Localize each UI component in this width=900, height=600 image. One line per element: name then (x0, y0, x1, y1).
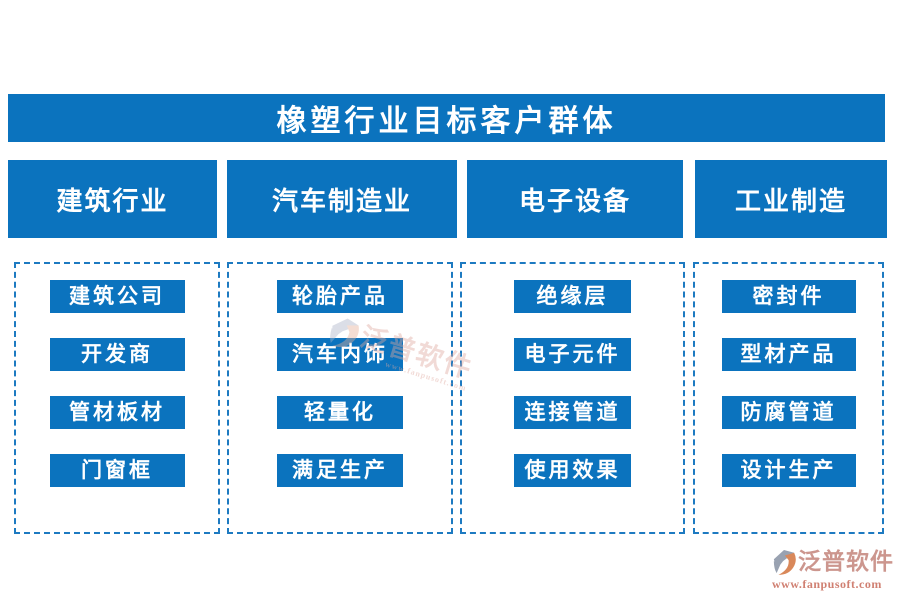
item-chip: 电子元件 (514, 338, 631, 371)
item-chip: 设计生产 (721, 454, 856, 487)
item-chip: 绝缘层 (514, 280, 631, 313)
item-chip: 型材产品 (721, 338, 856, 371)
column-header-industrial-manufacturing: 工业制造 (695, 160, 887, 238)
column-header-label: 建筑行业 (56, 186, 169, 216)
group-box-auto-manufacturing: 轮胎产品 汽车内饰 轻量化 满足生产 (227, 262, 453, 534)
item-chip: 轻量化 (277, 396, 403, 429)
group-box-industrial-manufacturing: 密封件 型材产品 防腐管道 设计生产 (693, 262, 884, 534)
column-header-label: 工业制造 (734, 186, 847, 216)
column-header-electronic-equipment: 电子设备 (467, 160, 683, 238)
fanpu-logo-icon (772, 548, 796, 576)
item-chip: 使用效果 (514, 454, 631, 487)
column-header-construction-industry: 建筑行业 (8, 160, 217, 238)
column-header-label: 汽车制造业 (271, 186, 412, 216)
footer-url-text: www.fanpusoft.com (772, 577, 882, 591)
column-header-label: 电子设备 (518, 186, 631, 216)
item-chip: 连接管道 (514, 396, 631, 429)
column-header-auto-manufacturing: 汽车制造业 (227, 160, 457, 238)
item-chip: 防腐管道 (721, 396, 856, 429)
item-chip: 建筑公司 (49, 280, 185, 313)
item-chip: 密封件 (721, 280, 856, 313)
title-banner: 橡塑行业目标客户群体 (8, 94, 885, 142)
group-box-construction-industry: 建筑公司 开发商 管材板材 门窗框 (14, 262, 220, 534)
item-chip: 门窗框 (49, 454, 185, 487)
group-box-electronic-equipment: 绝缘层 电子元件 连接管道 使用效果 (460, 262, 685, 534)
item-chip: 轮胎产品 (277, 280, 403, 313)
item-chip: 满足生产 (277, 454, 403, 487)
page-title: 橡塑行业目标客户群体 (276, 105, 617, 138)
item-chip: 管材板材 (49, 396, 185, 429)
footer-brand-text: 泛普软件 (798, 549, 894, 574)
item-chip: 汽车内饰 (277, 338, 403, 371)
item-chip: 开发商 (49, 338, 185, 371)
footer-brand-block: 泛普软件 www.fanpusoft.com (772, 548, 893, 592)
